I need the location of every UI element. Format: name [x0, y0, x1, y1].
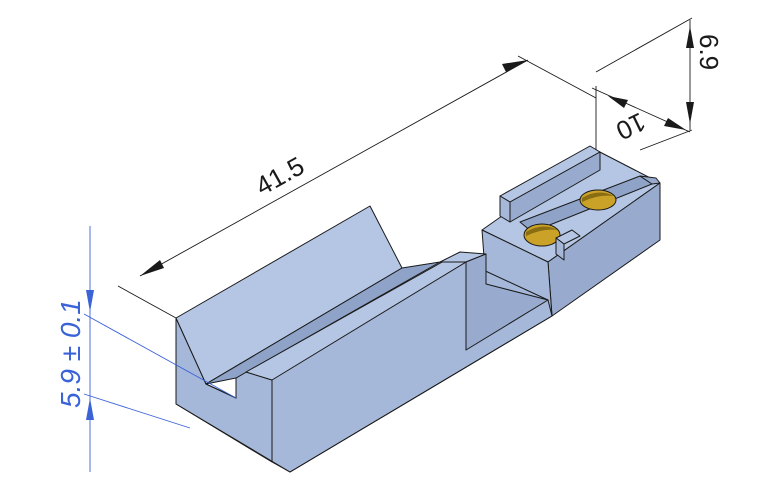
hole-front-shadow — [526, 226, 558, 236]
tolerance-dimension: 5.9 ± 0.1 — [55, 226, 237, 472]
tolerance-extension-top — [83, 313, 237, 399]
front-bottom-edge — [175, 315, 553, 473]
width-arrow-right — [664, 118, 686, 130]
height-label: 6.9 — [694, 34, 724, 70]
hole-back-shadow — [582, 192, 614, 202]
height-extension-bottom — [639, 129, 693, 151]
length-label: 41.5 — [250, 150, 309, 201]
length-arrow-right — [502, 60, 528, 72]
length-extension-right — [517, 55, 597, 99]
length-extension-left — [117, 285, 177, 319]
width-label: 10 — [611, 107, 650, 147]
length-arrow-left — [140, 260, 164, 276]
part-body — [175, 145, 661, 473]
tolerance-label: 5.9 ± 0.1 — [55, 299, 86, 408]
rail-side — [509, 151, 601, 223]
notch-front — [555, 237, 565, 261]
width-dimension: 10 — [591, 86, 691, 150]
tolerance-arrow-bottom — [86, 398, 94, 420]
height-dimension: 6.9 — [595, 17, 724, 151]
tolerance-arrow-top — [86, 290, 94, 312]
length-dimension-line — [139, 59, 529, 277]
height-arrow-top — [686, 26, 694, 48]
height-arrow-bottom — [686, 102, 694, 124]
end-wall — [639, 175, 661, 185]
width-arrow-left — [608, 96, 628, 108]
tolerance-extension-bottom — [83, 393, 191, 429]
height-extension-top — [595, 17, 693, 73]
